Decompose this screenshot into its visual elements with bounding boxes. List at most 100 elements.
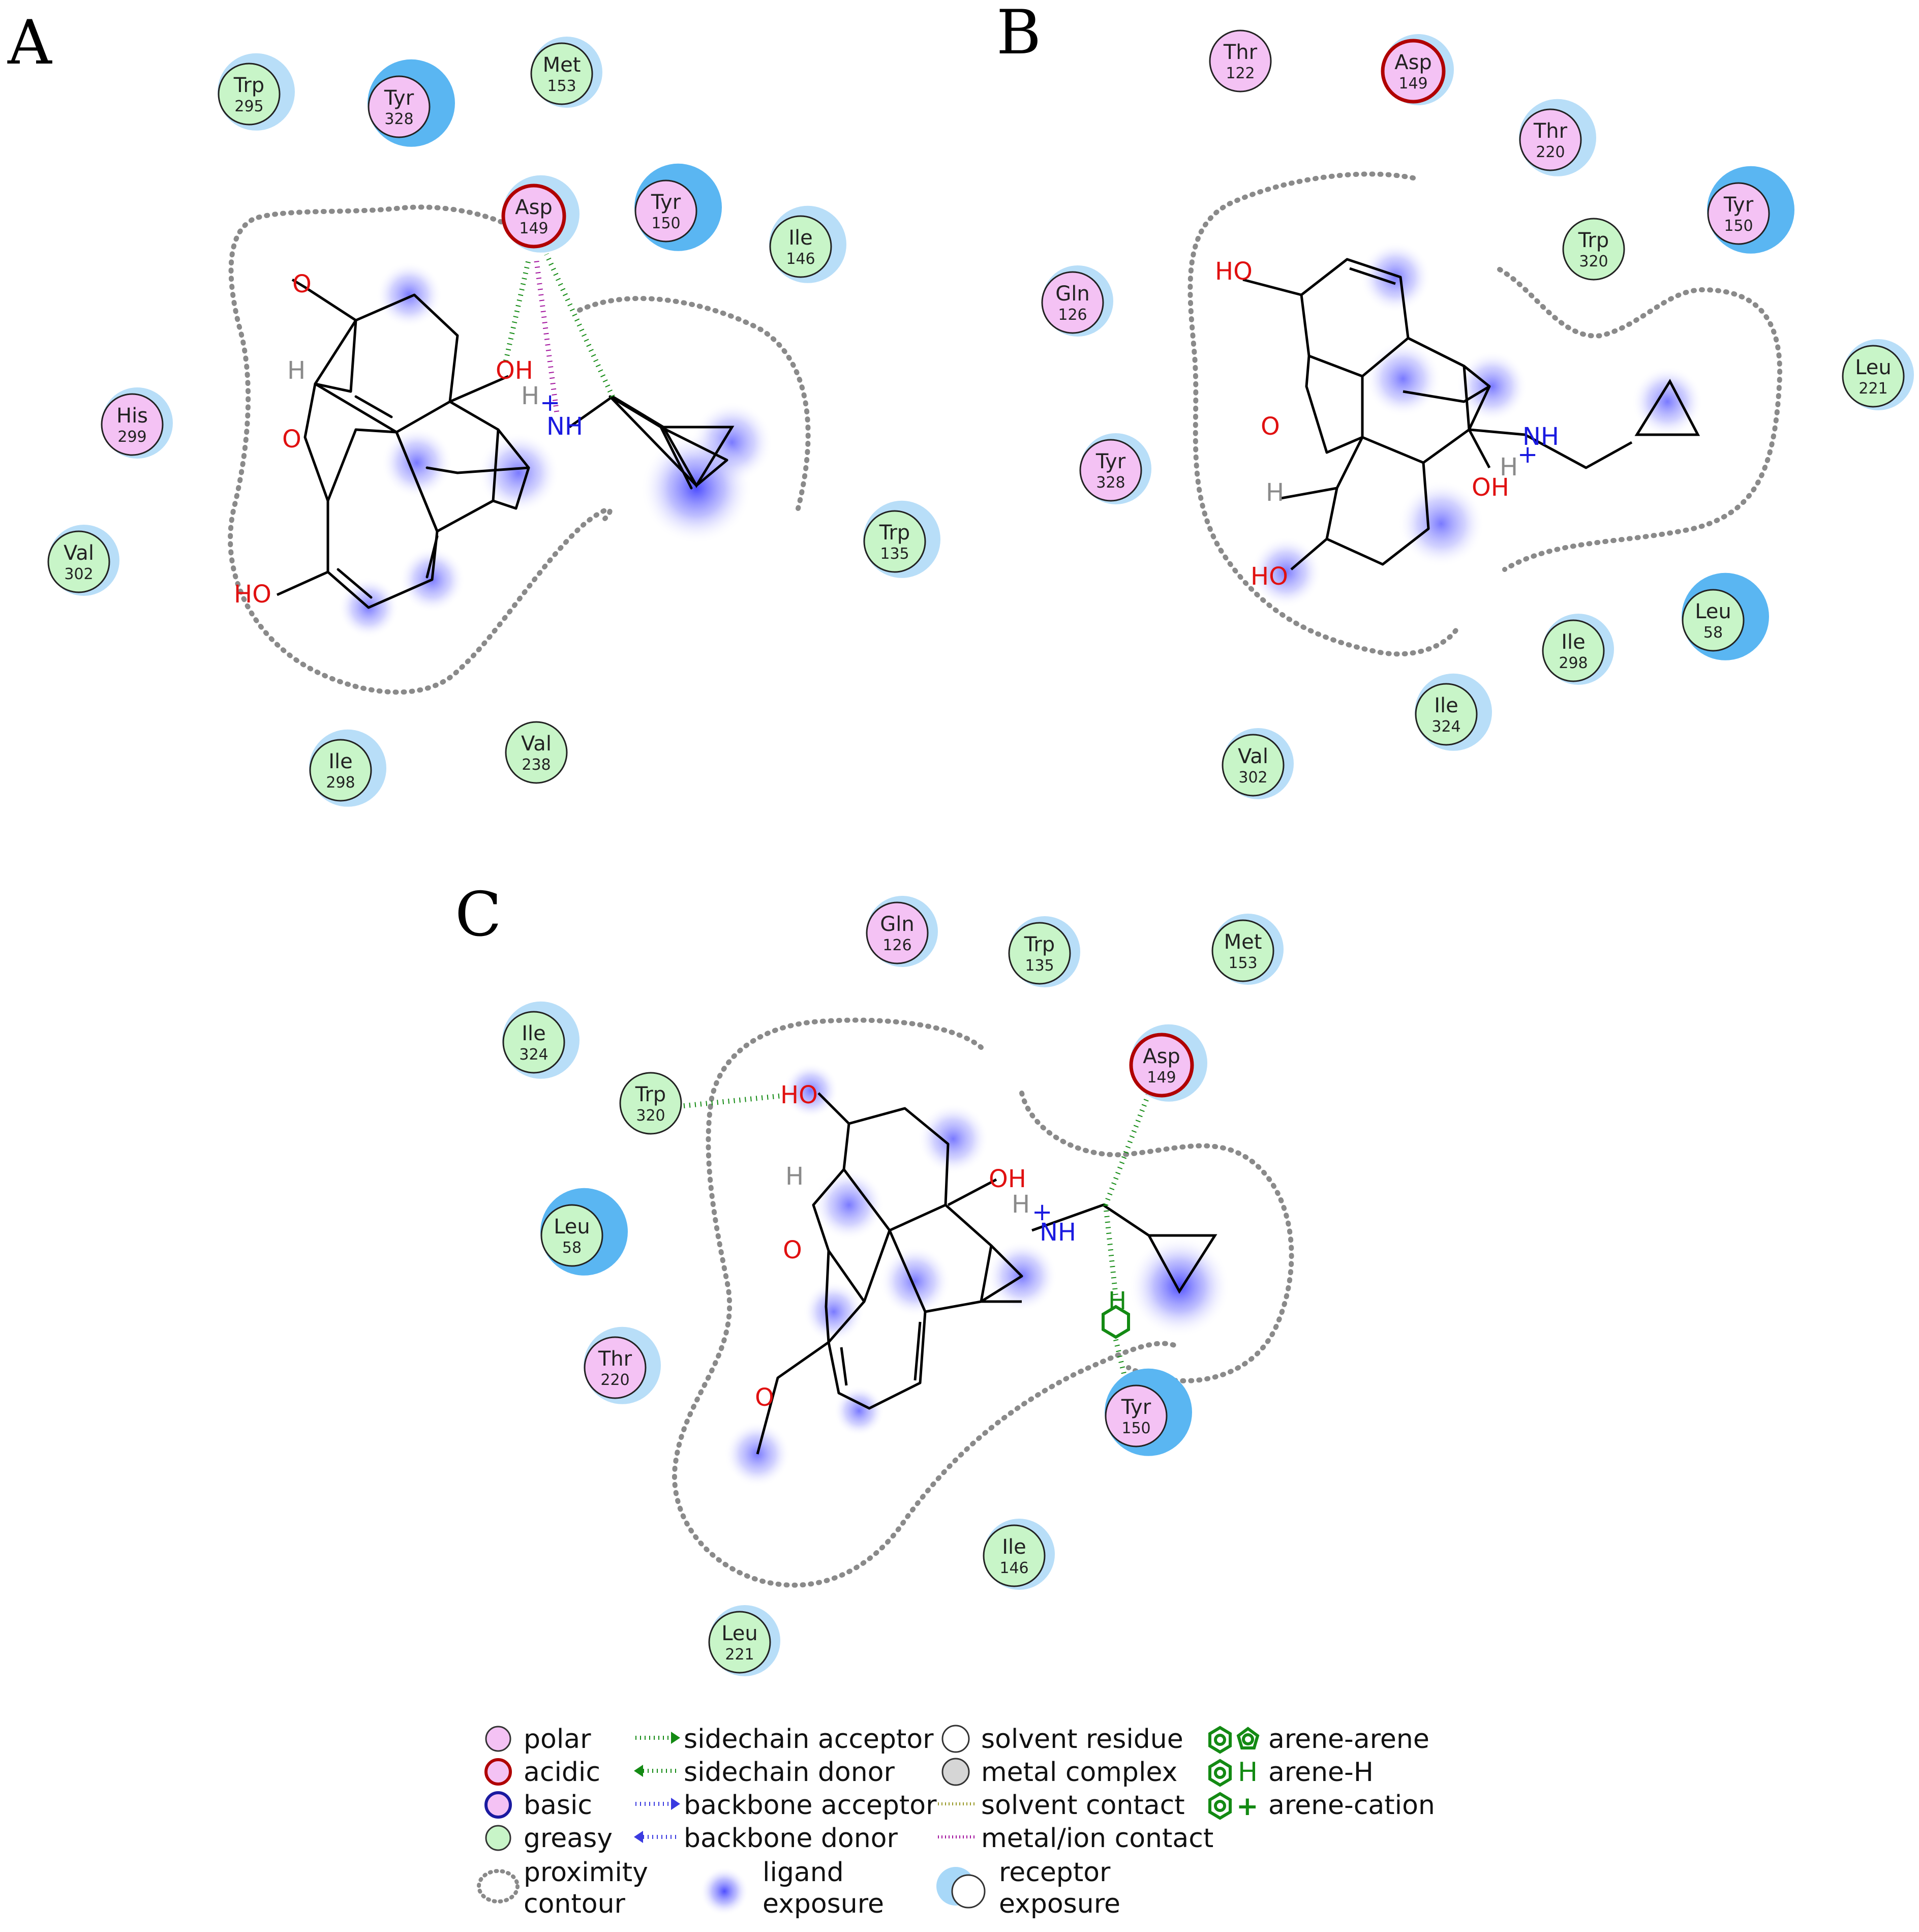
legend: polar acidic basic greasy proximity cont… [477, 1724, 1435, 1919]
arrow-right-icon [671, 1732, 680, 1744]
atom-label: HO [1215, 257, 1253, 286]
legend-proximity-swatch [477, 1869, 520, 1904]
residue-disc [1519, 108, 1582, 171]
residue-number: 122 [1226, 65, 1255, 82]
legend-arene-h: arene-H [1268, 1757, 1374, 1788]
legend-polar: polar [524, 1724, 591, 1755]
legend-solvent-contact: solvent contact [981, 1790, 1185, 1821]
residue-number: 149 [519, 220, 548, 237]
ligand-bond [291, 278, 306, 289]
legend-arene-cation: arene-cation [1268, 1790, 1435, 1821]
residue-name: Ile [1002, 1535, 1026, 1559]
residue-disc [502, 1011, 565, 1074]
residue-disc [1415, 683, 1478, 746]
residue-number: 302 [1238, 769, 1267, 787]
atom-label: NH [1522, 422, 1559, 451]
residue-name: Tyr [651, 191, 681, 214]
residue-disc [1222, 734, 1285, 797]
residue-disc [218, 63, 281, 126]
residue-number: 324 [1431, 718, 1460, 736]
atom-label: H [1500, 453, 1518, 481]
atom-label: H [785, 1162, 804, 1191]
residue-number: 150 [651, 215, 680, 232]
legend-sidechain-acceptor: sidechain acceptor [684, 1724, 934, 1755]
proximity-contour [577, 296, 811, 511]
residue-disc [866, 901, 929, 964]
panel-label-a: A [7, 8, 52, 78]
arrow-left-icon [634, 1831, 643, 1843]
residue-name: Ile [788, 226, 813, 250]
ligand-bond [568, 395, 614, 429]
legend-proximity-line1: proximity [524, 1857, 648, 1888]
atom-label: HO [234, 580, 271, 609]
residue-disc [1105, 1384, 1168, 1447]
panel-label-c: C [455, 880, 502, 950]
residue-disc [309, 739, 372, 802]
residue-name: Met [543, 53, 581, 77]
proximity-contour [1187, 171, 1461, 657]
sidechain-donor-line [1103, 1092, 1151, 1206]
residue-disc [1041, 271, 1104, 334]
residue-number: 150 [1724, 217, 1753, 235]
residue-number: 220 [1536, 143, 1565, 161]
residue-disc [1707, 182, 1770, 245]
atom-label: + [1517, 440, 1538, 469]
atom-label: OH [989, 1165, 1026, 1193]
ligand-exposure [1632, 366, 1703, 437]
ligand-exposure [879, 1246, 951, 1317]
atom-label: O [755, 1383, 774, 1412]
legend-solvent-residue-swatch [941, 1725, 970, 1753]
atom-label: O [783, 1236, 802, 1264]
residue-number: 302 [64, 565, 93, 583]
legend-arene-arene: arene-arene [1268, 1724, 1429, 1755]
residue-name: Val [521, 732, 552, 756]
ligand-c [756, 1092, 1150, 1455]
arene-arene-icon [1208, 1726, 1260, 1754]
residue-number: 298 [326, 774, 355, 792]
sidechain-donor-line [544, 253, 615, 398]
legend-metal-complex-swatch [941, 1758, 970, 1786]
ligand-ring [1634, 378, 1700, 436]
atom-label: NH [1040, 1218, 1076, 1247]
arene-h-icon [1102, 1305, 1130, 1339]
legend-greasy: greasy [524, 1823, 613, 1854]
ligand-exposure [1129, 1235, 1230, 1337]
ligand-bond [276, 570, 329, 596]
ligand-exposure [381, 427, 452, 498]
residue-number: 328 [1096, 474, 1125, 492]
residue-name: Val [64, 541, 94, 565]
residue-disc [983, 1524, 1046, 1587]
residue-name: Trp [1578, 229, 1609, 252]
panel-label-b: B [996, 0, 1041, 68]
residue-disc [1211, 919, 1274, 982]
legend-basic: basic [524, 1790, 592, 1821]
ligand-ring [661, 426, 735, 488]
residue-name: Ile [1434, 694, 1458, 717]
atom-label: H [1012, 1190, 1030, 1219]
residue-number: 135 [1025, 957, 1054, 975]
residue-disc [769, 215, 832, 278]
legend-acidic-swatch [484, 1758, 512, 1786]
residue-number: 126 [882, 937, 911, 954]
residue-disc [619, 1072, 682, 1135]
residue-name: Tyr [1095, 450, 1126, 473]
